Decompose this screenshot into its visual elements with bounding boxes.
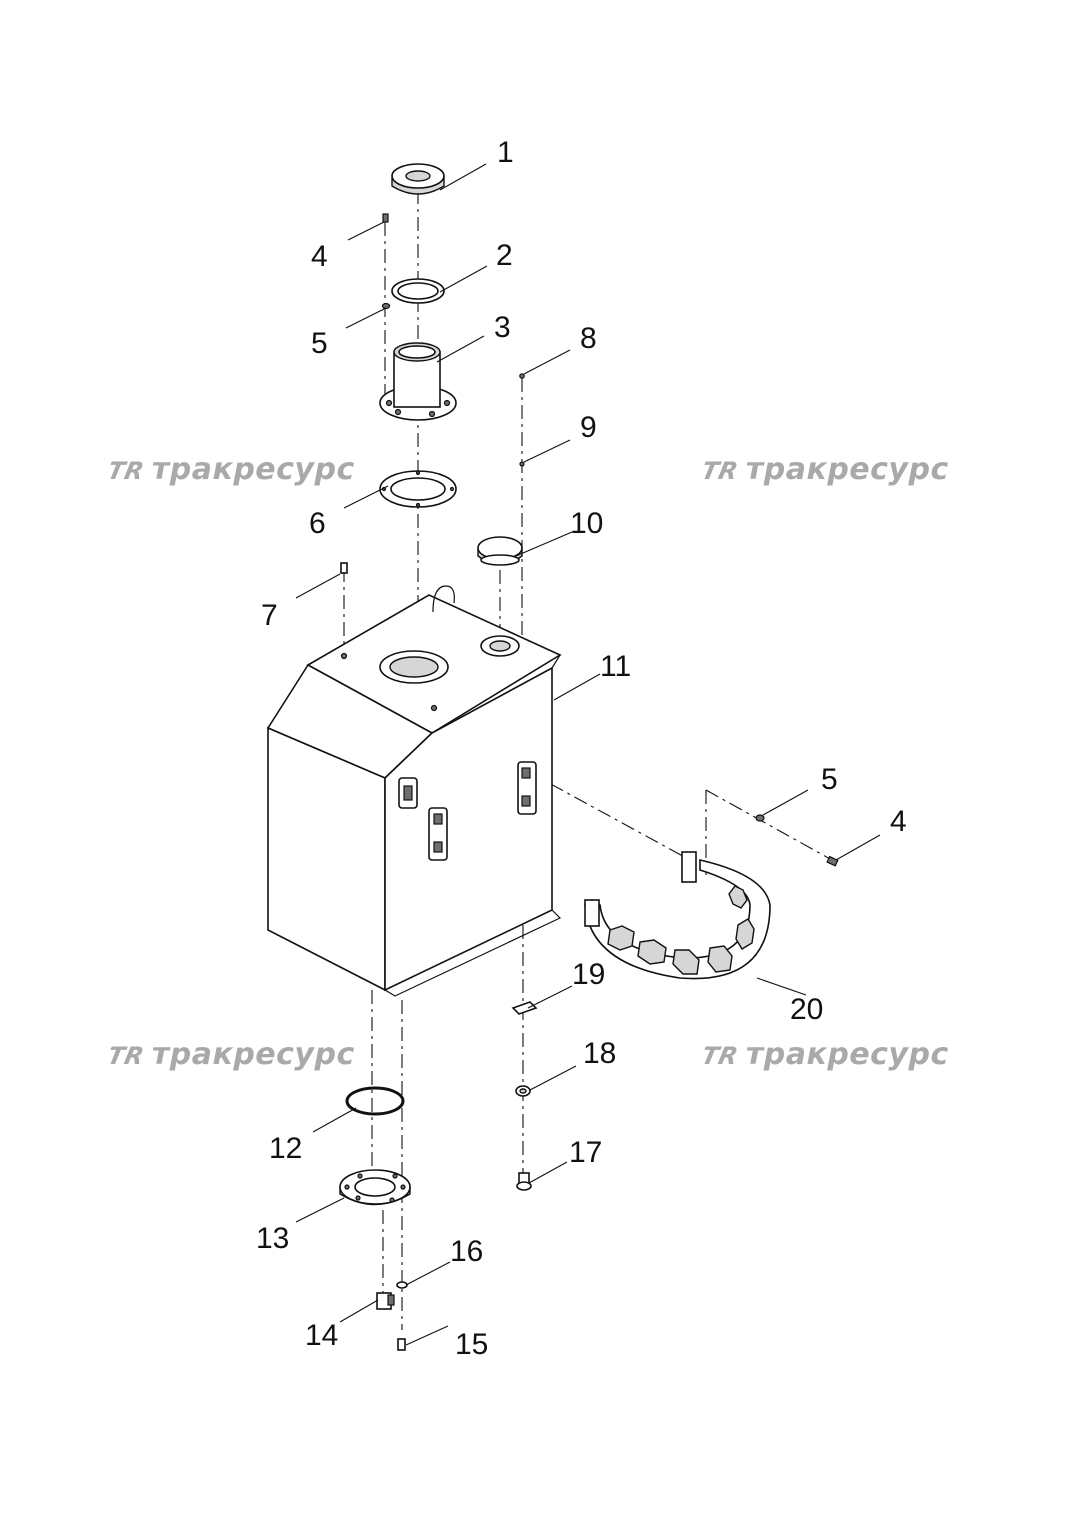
callout-2: 2 [496,239,513,272]
part-14-sensor [376,1292,395,1310]
part-1-cap [391,163,445,195]
part-5-washer-top [381,302,391,310]
watermark-logo: TR [699,457,741,485]
callout-6: 6 [309,507,326,540]
part-3-filler-neck [379,342,457,421]
center-lines [343,190,833,1330]
part-17-bolt [516,1172,532,1191]
callout-19: 19 [572,958,605,991]
callout-12: 12 [269,1132,302,1165]
callout-14: 14 [305,1319,338,1352]
callout-9: 9 [580,411,597,444]
watermark-logo: TR [105,457,147,485]
callout-13: 13 [256,1222,289,1255]
part-15-screw [397,1338,406,1351]
watermark-text: тракресурс [151,1037,355,1072]
part-4-bolt-top [382,213,389,223]
part-16-washer [396,1281,408,1289]
callout-17: 17 [569,1136,602,1169]
watermark-text: тракресурс [745,1037,949,1072]
callout-18: 18 [583,1037,616,1070]
leader-lines [295,163,881,1346]
callout-3: 3 [494,311,511,344]
callout-11: 11 [600,650,631,683]
callout-5-right: 5 [821,763,838,796]
part-2-ring [391,278,445,304]
callout-4: 4 [311,240,328,273]
watermark-logo: TR [105,1042,147,1070]
part-8-screw [519,373,525,379]
part-7-bolt [340,562,348,574]
part-20-strap [584,851,771,980]
part-9-washer [519,461,525,467]
callout-16: 16 [450,1235,483,1268]
callout-15: 15 [455,1328,488,1361]
callout-10: 10 [570,507,603,540]
callout-8: 8 [580,322,597,355]
part-19-clip [511,1001,538,1015]
callout-1: 1 [497,136,514,169]
watermark-text: тракресурс [151,452,355,487]
callout-7: 7 [261,599,278,632]
callout-4-right: 4 [890,805,907,838]
part-11-tank [266,585,562,997]
watermark-text: тракресурс [745,452,949,487]
callout-5: 5 [311,327,328,360]
part-4-bolt-right [826,855,839,867]
watermark-logo: TR [699,1042,741,1070]
part-13-flange [339,1169,411,1206]
callouts: 1 2 3 4 5 8 9 6 10 7 11 5 4 19 20 18 12 … [256,136,907,1361]
part-5-washer-right [755,814,765,822]
part-6-gasket [379,470,457,508]
callout-20: 20 [790,993,823,1026]
part-18-washer [515,1085,531,1097]
part-10-breather [477,536,523,566]
part-12-o-ring [345,1086,405,1116]
